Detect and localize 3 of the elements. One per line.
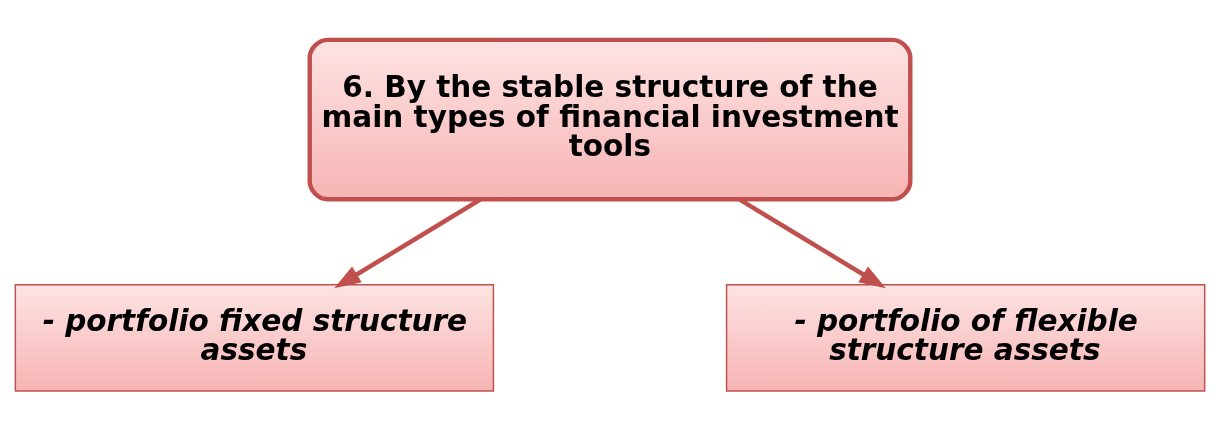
node-box: - portfolio fixed structure assets	[14, 283, 495, 392]
node-box: - portfolio of flexible structure assets	[725, 283, 1206, 392]
node-box: 6. By the stable structure of the main types of financial investment tools	[307, 37, 913, 201]
